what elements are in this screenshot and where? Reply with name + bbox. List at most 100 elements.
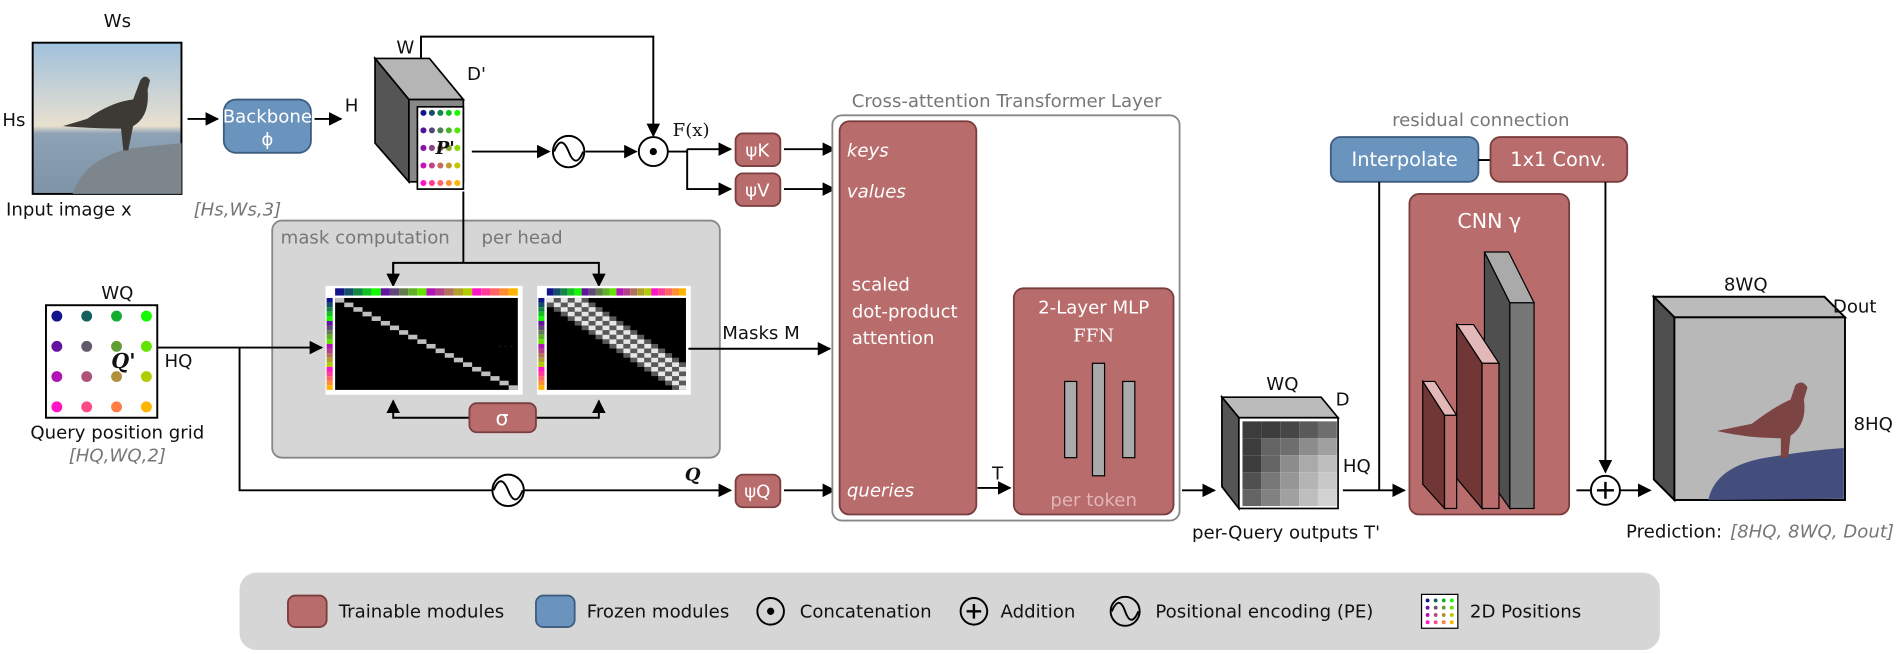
input-width-label: Ws: [104, 11, 131, 32]
position-color-cell: [326, 339, 333, 344]
position-color-cell: [538, 334, 545, 340]
position-color-cell: [380, 288, 390, 296]
position-color-cell: [546, 288, 554, 296]
outputs-h-label: HQ: [1343, 456, 1371, 477]
heatmap-cell: [574, 320, 582, 326]
heatmap-cell: [616, 348, 624, 354]
heatmap-cell: [651, 348, 659, 354]
heatmap-cell: [616, 330, 624, 335]
heatmap-cell: [560, 307, 568, 312]
heatmap-cell: [658, 362, 666, 367]
position-dot: [454, 180, 461, 187]
heatmap-cell: [651, 366, 659, 372]
heatmap-cell: [672, 362, 680, 367]
position-dot: [111, 310, 122, 322]
position-color-cell: [651, 288, 659, 296]
position-dot: [51, 401, 63, 413]
heatmap-cell: [658, 357, 666, 363]
position-color-cell: [538, 320, 545, 326]
heatmap-cell: [588, 302, 596, 308]
output-feature-cell: [1299, 472, 1318, 490]
position-color-cell: [538, 302, 545, 308]
position-color-cell: [499, 288, 509, 296]
prediction-h-label: 8HQ: [1853, 414, 1892, 435]
heatmap-cell: [588, 311, 596, 317]
positional-encoding-icon: [1109, 595, 1141, 627]
heatmap-cell: [588, 325, 596, 331]
heatmap-cell: [665, 353, 673, 358]
position-color-cell: [326, 330, 333, 335]
heatmap-cell: [595, 307, 603, 312]
heatmap-cell: [637, 357, 645, 363]
attention-line-3: attention: [852, 328, 935, 349]
position-color-cell: [538, 357, 545, 363]
position-color-cell: [665, 288, 673, 296]
attention-box: [838, 120, 978, 516]
heatmap-cell: [602, 311, 610, 317]
query-grid: [45, 304, 159, 419]
position-color-cell: [453, 288, 463, 296]
heatmap-cell: [630, 334, 638, 340]
heatmap-cell: [595, 311, 603, 317]
position-color-cell: [472, 288, 482, 296]
feature-cube: P': [373, 56, 466, 190]
output-feature-cell: [1299, 421, 1318, 439]
heatmap-cell: [609, 334, 617, 340]
legend-frozen: Frozen modules: [587, 601, 730, 622]
position-color-cell: [538, 353, 545, 358]
position-dot: [454, 127, 461, 134]
legend: Trainable modules Frozen modules Concate…: [239, 572, 1660, 651]
output-feature-cell: [1317, 455, 1337, 473]
position-color-cell: [574, 288, 582, 296]
psi-k-label: ψK: [745, 140, 770, 161]
positional-encoding-icon: [551, 134, 586, 169]
heatmap-cell: [672, 385, 680, 390]
values-label: values: [847, 182, 907, 203]
heatmap-cell: [658, 371, 666, 377]
per-query-output-cube: [1220, 394, 1340, 511]
position-color-cell: [637, 288, 645, 296]
trainable-swatch: [287, 594, 328, 628]
heatmap-cell: [658, 366, 666, 372]
heatmap-cell: [560, 302, 568, 308]
position-color-cell: [326, 320, 333, 326]
output-feature-cell: [1261, 455, 1281, 473]
cnn-label: CNN γ: [1457, 209, 1521, 233]
output-feature-cell: [1280, 489, 1300, 507]
heatmap-cell: [595, 316, 603, 321]
heatmap-cell: [574, 311, 582, 317]
position-color-cell: [538, 343, 545, 349]
position-dot: [1433, 613, 1438, 617]
position-dot: [437, 162, 444, 169]
backbone-symbol: ϕ: [261, 130, 273, 151]
heatmap-cell: [609, 330, 617, 335]
output-feature-cell: [1280, 421, 1300, 439]
queries-label: queries: [847, 480, 915, 501]
position-dot: [454, 144, 461, 151]
conv-label: 1x1 Conv.: [1510, 148, 1606, 171]
heatmap-cell: [602, 339, 610, 344]
heatmap-cell: [581, 302, 589, 308]
outputs-caption: per-Query outputs T': [1192, 523, 1380, 544]
position-color-cell: [553, 288, 561, 296]
heatmap-cell: [651, 343, 659, 349]
heatmap-cell: [644, 353, 652, 358]
heatmap-cell: [595, 325, 603, 331]
position-color-cell: [538, 330, 545, 335]
heatmap-cell: [602, 320, 610, 326]
heatmap-cell: [679, 362, 686, 367]
position-color-cell: [408, 288, 418, 296]
position-color-cell: [538, 371, 545, 377]
position-dot: [1449, 620, 1454, 625]
heatmap-cell: [472, 366, 482, 372]
position-dot: [445, 144, 452, 151]
position-color-cell: [616, 288, 624, 296]
heatmap-cell: [623, 348, 631, 354]
position-dot: [140, 310, 152, 322]
position-color-cell: [644, 288, 652, 296]
position-color-cell: [444, 288, 454, 296]
addition-icon: [1589, 474, 1621, 506]
mlp-subtitle: FFN: [1073, 326, 1114, 347]
position-color-cell: [538, 385, 545, 390]
